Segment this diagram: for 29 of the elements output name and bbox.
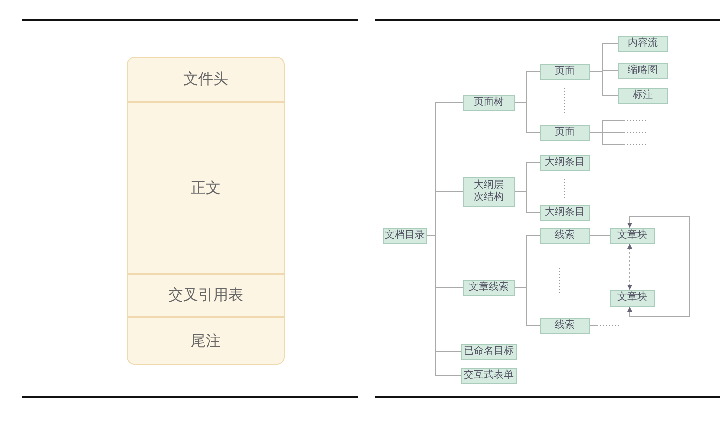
arrow <box>628 216 690 318</box>
tree-box: 页面树 <box>463 95 515 111</box>
document-section: 正文 <box>128 101 284 273</box>
tree-box: 页面 <box>540 125 590 141</box>
tree-box: 文章线索 <box>463 280 515 296</box>
arrow <box>628 244 632 290</box>
tree-box: 大纲条目 <box>540 205 590 221</box>
tree-box: 线索 <box>540 318 590 334</box>
tree-box: 标注 <box>618 88 668 104</box>
connector-line <box>514 192 540 214</box>
tree-box: 文档目录 <box>383 228 427 244</box>
tree-box: 缩略图 <box>618 63 668 79</box>
document-section: 文件头 <box>128 58 284 101</box>
tree-box: 已命名目标 <box>461 344 517 360</box>
connector-line <box>426 236 462 376</box>
connector-line <box>514 288 540 326</box>
document-section: 尾注 <box>128 316 284 364</box>
tree-box: 大纲层次结构 <box>463 177 515 207</box>
connector-line <box>514 102 540 134</box>
tree-box: 文章块 <box>610 290 655 307</box>
tree-box: 页面 <box>540 64 590 80</box>
connector-line <box>590 132 626 146</box>
tree-box: 线索 <box>540 228 590 244</box>
tree-box: 文章块 <box>610 228 655 244</box>
tree-box: 大纲条目 <box>540 155 590 171</box>
document-section: 交叉引用表 <box>128 273 284 316</box>
document-panel <box>127 57 285 365</box>
tree-box: 内容流 <box>618 36 668 52</box>
tree-box: 交互式表单 <box>461 368 517 384</box>
